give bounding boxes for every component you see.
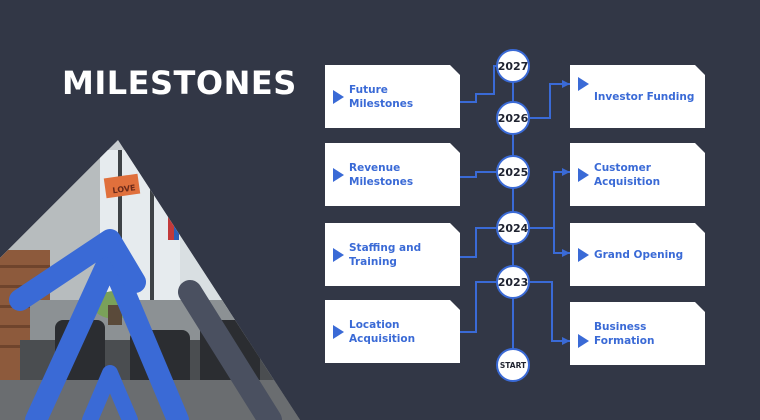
milestone-card-investor-funding: Investor Funding bbox=[570, 65, 705, 128]
connector-staffing bbox=[460, 227, 496, 258]
milestone-label: Future Milestones bbox=[349, 83, 414, 110]
milestone-label: Revenue Milestones bbox=[349, 161, 414, 188]
milestone-card-business-formation: Business Formation bbox=[570, 302, 705, 365]
triangle-bullet-icon bbox=[333, 90, 344, 104]
milestone-label: Grand Opening bbox=[594, 248, 684, 261]
year-node-2024: 2024 bbox=[496, 211, 530, 245]
triangle-bullet-icon bbox=[333, 325, 344, 339]
milestone-card-customer-acquisition: Customer Acquisition bbox=[570, 143, 705, 206]
milestone-label: Staffing and Training bbox=[349, 241, 422, 268]
triangle-bullet-icon bbox=[333, 248, 344, 262]
milestone-card-revenue-milestones: Revenue Milestones bbox=[325, 143, 460, 206]
milestone-card-staffing-training: Staffing and Training bbox=[325, 223, 460, 286]
connector-location bbox=[460, 281, 496, 333]
year-node-2027: 2027 bbox=[496, 49, 530, 83]
milestone-card-grand-opening: Grand Opening bbox=[570, 223, 705, 286]
milestone-label: Investor Funding bbox=[594, 90, 695, 103]
triangle-bullet-icon bbox=[578, 334, 589, 348]
triangle-bullet-icon bbox=[578, 168, 589, 182]
milestone-label: Location Acquisition bbox=[349, 318, 416, 345]
connector-business-formation bbox=[530, 281, 570, 342]
triangle-bullet-icon bbox=[333, 168, 344, 182]
milestone-label: Business Formation bbox=[594, 320, 655, 347]
year-node-2023: 2023 bbox=[496, 265, 530, 299]
connector-customer-acq bbox=[530, 171, 570, 229]
start-node: START bbox=[496, 348, 530, 382]
connector-investor-funding bbox=[530, 83, 570, 119]
triangle-bullet-icon bbox=[578, 77, 589, 91]
photo-sign-text: LOVE bbox=[112, 183, 136, 195]
milestone-label: Customer Acquisition bbox=[594, 161, 661, 188]
page-title: MILESTONES bbox=[62, 64, 297, 102]
milestone-card-future-milestones: Future Milestones bbox=[325, 65, 460, 128]
year-node-2026: 2026 bbox=[496, 101, 530, 135]
connector-revenue-milestones bbox=[460, 171, 496, 178]
connector-grand-opening bbox=[530, 227, 570, 254]
milestone-card-location-acquisition: Location Acquisition bbox=[325, 300, 460, 363]
triangle-bullet-icon bbox=[578, 248, 589, 262]
year-node-2025: 2025 bbox=[496, 155, 530, 189]
connector-future-milestones bbox=[460, 65, 496, 103]
